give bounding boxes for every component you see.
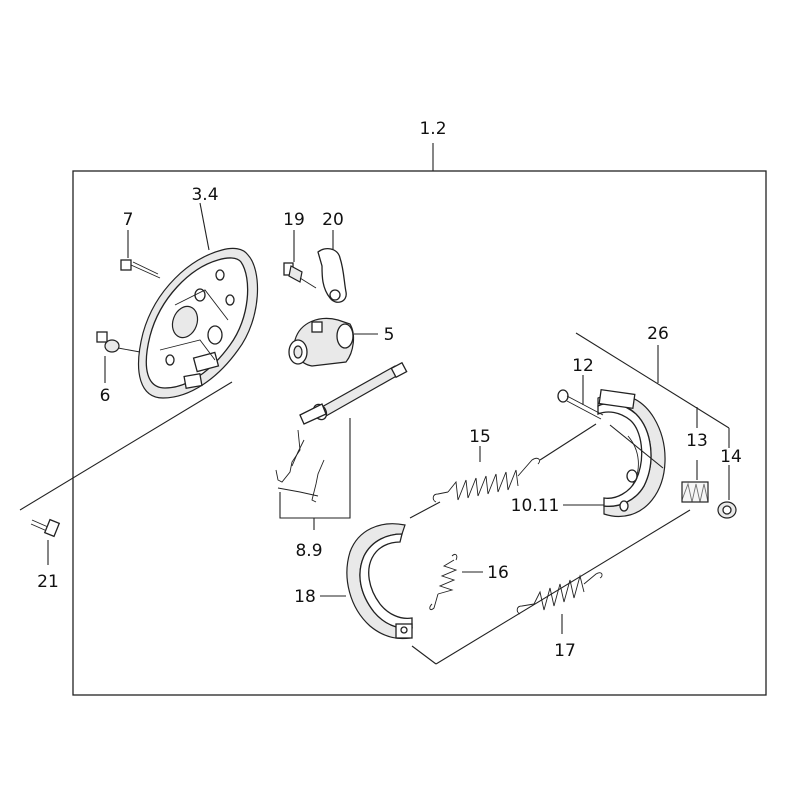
label-3-4: 3.4 [191,185,218,205]
brake-shoe-right-part [597,388,666,518]
bleeder-6-part [96,331,141,353]
spring-15-part [432,457,541,503]
label-26: 26 [647,324,669,344]
label-12: 12 [572,356,594,376]
assembly-frame [72,143,767,696]
label-8-9: 8.9 [295,541,322,561]
label-21: 21 [37,572,59,592]
label-5: 5 [384,325,395,345]
kit-26-bracket [575,332,730,500]
label-7: 7 [123,210,134,230]
label-10-11: 10.11 [511,496,560,516]
wheel-cylinder-part [288,317,355,367]
connector-lines [409,423,691,665]
spring-16-part [429,553,458,611]
label-17: 17 [554,641,576,661]
label-15: 15 [469,427,491,447]
cup-14-part [717,501,737,519]
adjuster-part [275,361,408,503]
lever-20-part [317,247,347,303]
backing-plate-part [137,247,259,399]
bolt-21-part [30,518,61,538]
bolt-7-part [120,259,161,279]
label-6: 6 [100,386,111,406]
pin-12-part [557,389,604,420]
label-13: 13 [686,431,708,451]
label-1-2: 1.2 [419,119,446,139]
spring-13-part [681,481,709,503]
spring-17-part [516,572,603,615]
brake-shoe-left-part [346,523,413,640]
label-20: 20 [322,210,344,230]
bleeder-19-part [283,262,317,289]
label-18: 18 [294,587,316,607]
label-16: 16 [487,563,509,583]
label-19: 19 [283,210,305,230]
label-14: 14 [720,447,742,467]
